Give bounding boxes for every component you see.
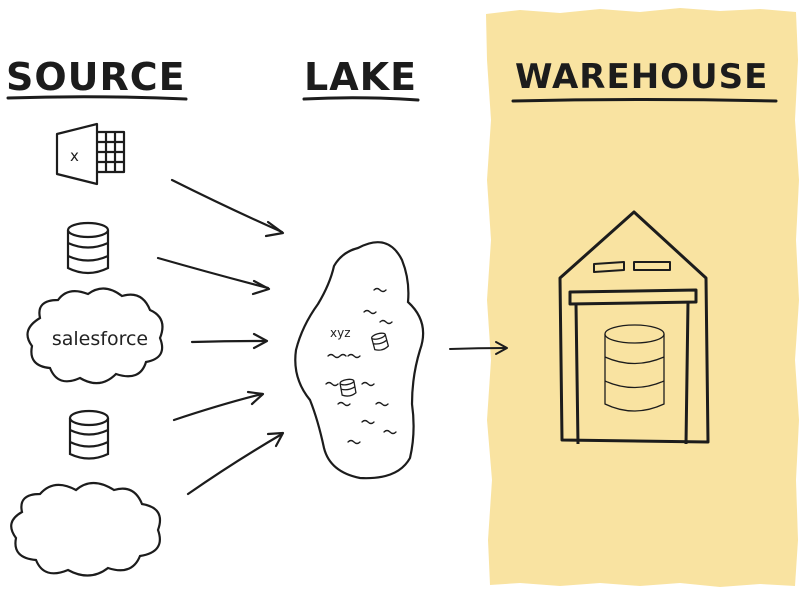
database-icon — [68, 409, 110, 460]
database-icon — [66, 221, 110, 275]
lake-icon — [294, 241, 425, 480]
warehouse-underline — [511, 98, 778, 103]
cloud-icon — [10, 481, 162, 577]
source-heading: SOURCE — [6, 55, 186, 99]
salesforce-cloud-icon — [26, 287, 164, 385]
warehouse-heading: WAREHOUSE — [515, 57, 769, 97]
lake-underline — [302, 96, 420, 102]
lake-database-icon — [371, 332, 390, 351]
warehouse-database-icon — [604, 324, 665, 412]
lake-to-warehouse-arrow — [449, 341, 508, 355]
excel-file-icon: x — [55, 122, 126, 186]
lake-database-icon — [339, 378, 357, 397]
salesforce-label: salesforce — [51, 328, 149, 350]
lake-waves — [325, 287, 397, 445]
lake-heading: LAKE — [304, 55, 418, 99]
svg-text:x: x — [70, 147, 79, 165]
source-to-lake-arrows — [156, 178, 285, 496]
source-underline — [6, 95, 188, 101]
lake-xyz-label: xyz — [330, 326, 351, 340]
